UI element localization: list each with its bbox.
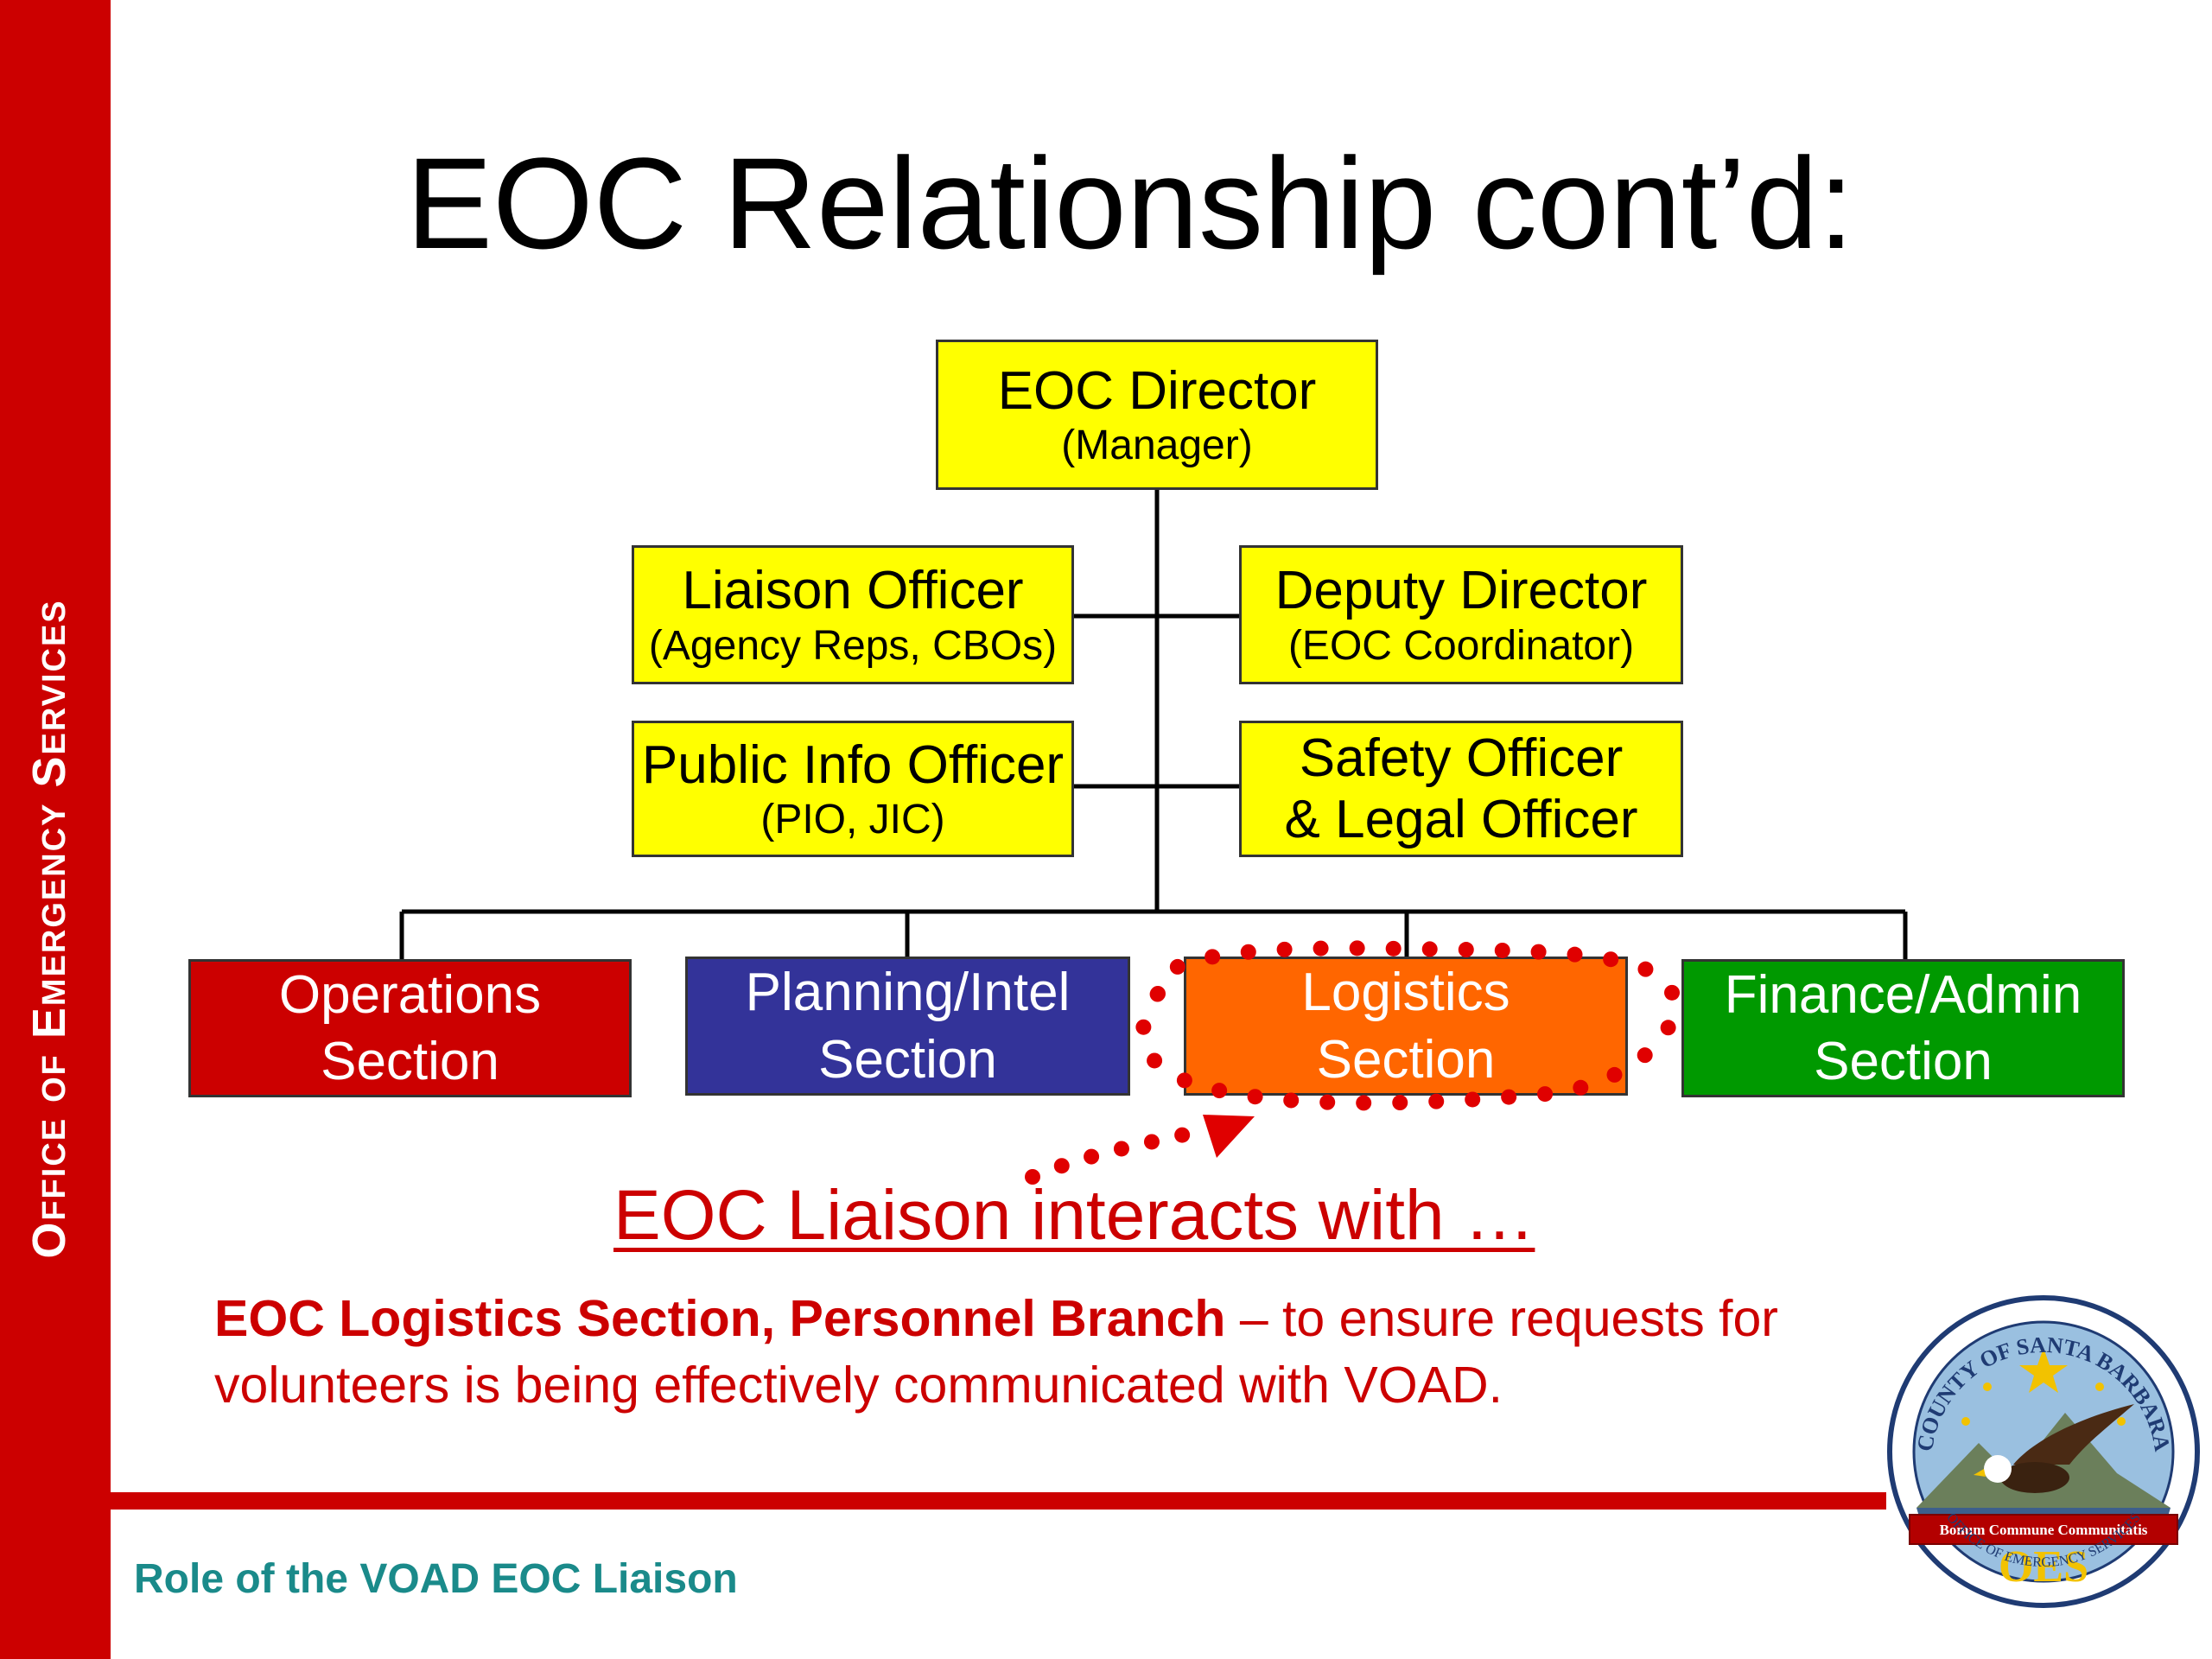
operations-section-line2: Section: [321, 1032, 499, 1091]
sidebar-band: Office of Emergency Services: [0, 0, 111, 1659]
safety-officer-box: Safety Officer & Legal Officer: [1239, 721, 1683, 857]
safety-officer-line1: Safety Officer: [1299, 728, 1624, 788]
public-info-officer-title: Public Info Officer: [641, 734, 1065, 795]
liaison-officer-subtitle: (Agency Reps, CBOs): [648, 622, 1058, 669]
eoc-director-title: EOC Director: [997, 360, 1317, 421]
deputy-director-box: Deputy Director (EOC Coordinator): [1239, 545, 1683, 684]
footer-label: Role of the VOAD EOC Liaison: [134, 1556, 738, 1602]
dotted-highlight-ring: [1135, 940, 1682, 1111]
planning-intel-section-box: Planning/Intel Section: [685, 957, 1130, 1096]
eagle-icon: [1974, 1404, 2134, 1493]
seal-acronym-text: OES: [1999, 1542, 2088, 1592]
public-info-officer-box: Public Info Officer (PIO, JIC): [632, 721, 1074, 857]
deputy-director-title: Deputy Director: [1274, 561, 1648, 621]
arrow-head: [1203, 1115, 1255, 1158]
operations-section-line1: Operations: [278, 964, 542, 1025]
planning-section-line1: Planning/Intel: [745, 963, 1071, 1022]
finance-section-line2: Section: [1814, 1032, 1993, 1091]
dotted-arrow-line: [1025, 1126, 1196, 1185]
liaison-officer-box: Liaison Officer (Agency Reps, CBOs): [632, 545, 1074, 684]
finance-admin-section-box: Finance/Admin Section: [1681, 959, 2125, 1097]
liaison-officer-title: Liaison Officer: [682, 561, 1024, 621]
logistics-section-line1: Logistics: [1301, 963, 1510, 1022]
page-title: EOC Relationship cont’d:: [406, 130, 1854, 276]
county-oes-seal-logo: Bonum Commune Communitatis OES COUNTY OF…: [1887, 1295, 2200, 1608]
callout-heading: EOC Liaison interacts with …: [613, 1176, 1535, 1255]
planning-section-line2: Section: [818, 1029, 997, 1090]
logistics-section-box: Logistics Section: [1184, 957, 1628, 1096]
eoc-director-box: EOC Director (Manager): [936, 340, 1378, 490]
description-bold: EOC Logistics Section, Personnel Branch: [214, 1290, 1226, 1347]
logistics-section-line2: Section: [1316, 1029, 1496, 1090]
safety-officer-line2: & Legal Officer: [1284, 790, 1638, 849]
eoc-director-subtitle: (Manager): [1061, 423, 1253, 469]
description: EOC Logistics Section, Personnel Branch …: [214, 1286, 1942, 1418]
finance-section-line1: Finance/Admin: [1724, 964, 2082, 1025]
seal-banner-text: Bonum Commune Communitatis: [1940, 1522, 2148, 1538]
operations-section-box: Operations Section: [188, 959, 632, 1097]
deputy-director-subtitle: (EOC Coordinator): [1287, 622, 1635, 669]
public-info-officer-subtitle: (PIO, JIC): [760, 797, 945, 843]
description-rest: – to ensure requests for volunteers is b…: [214, 1290, 1778, 1414]
